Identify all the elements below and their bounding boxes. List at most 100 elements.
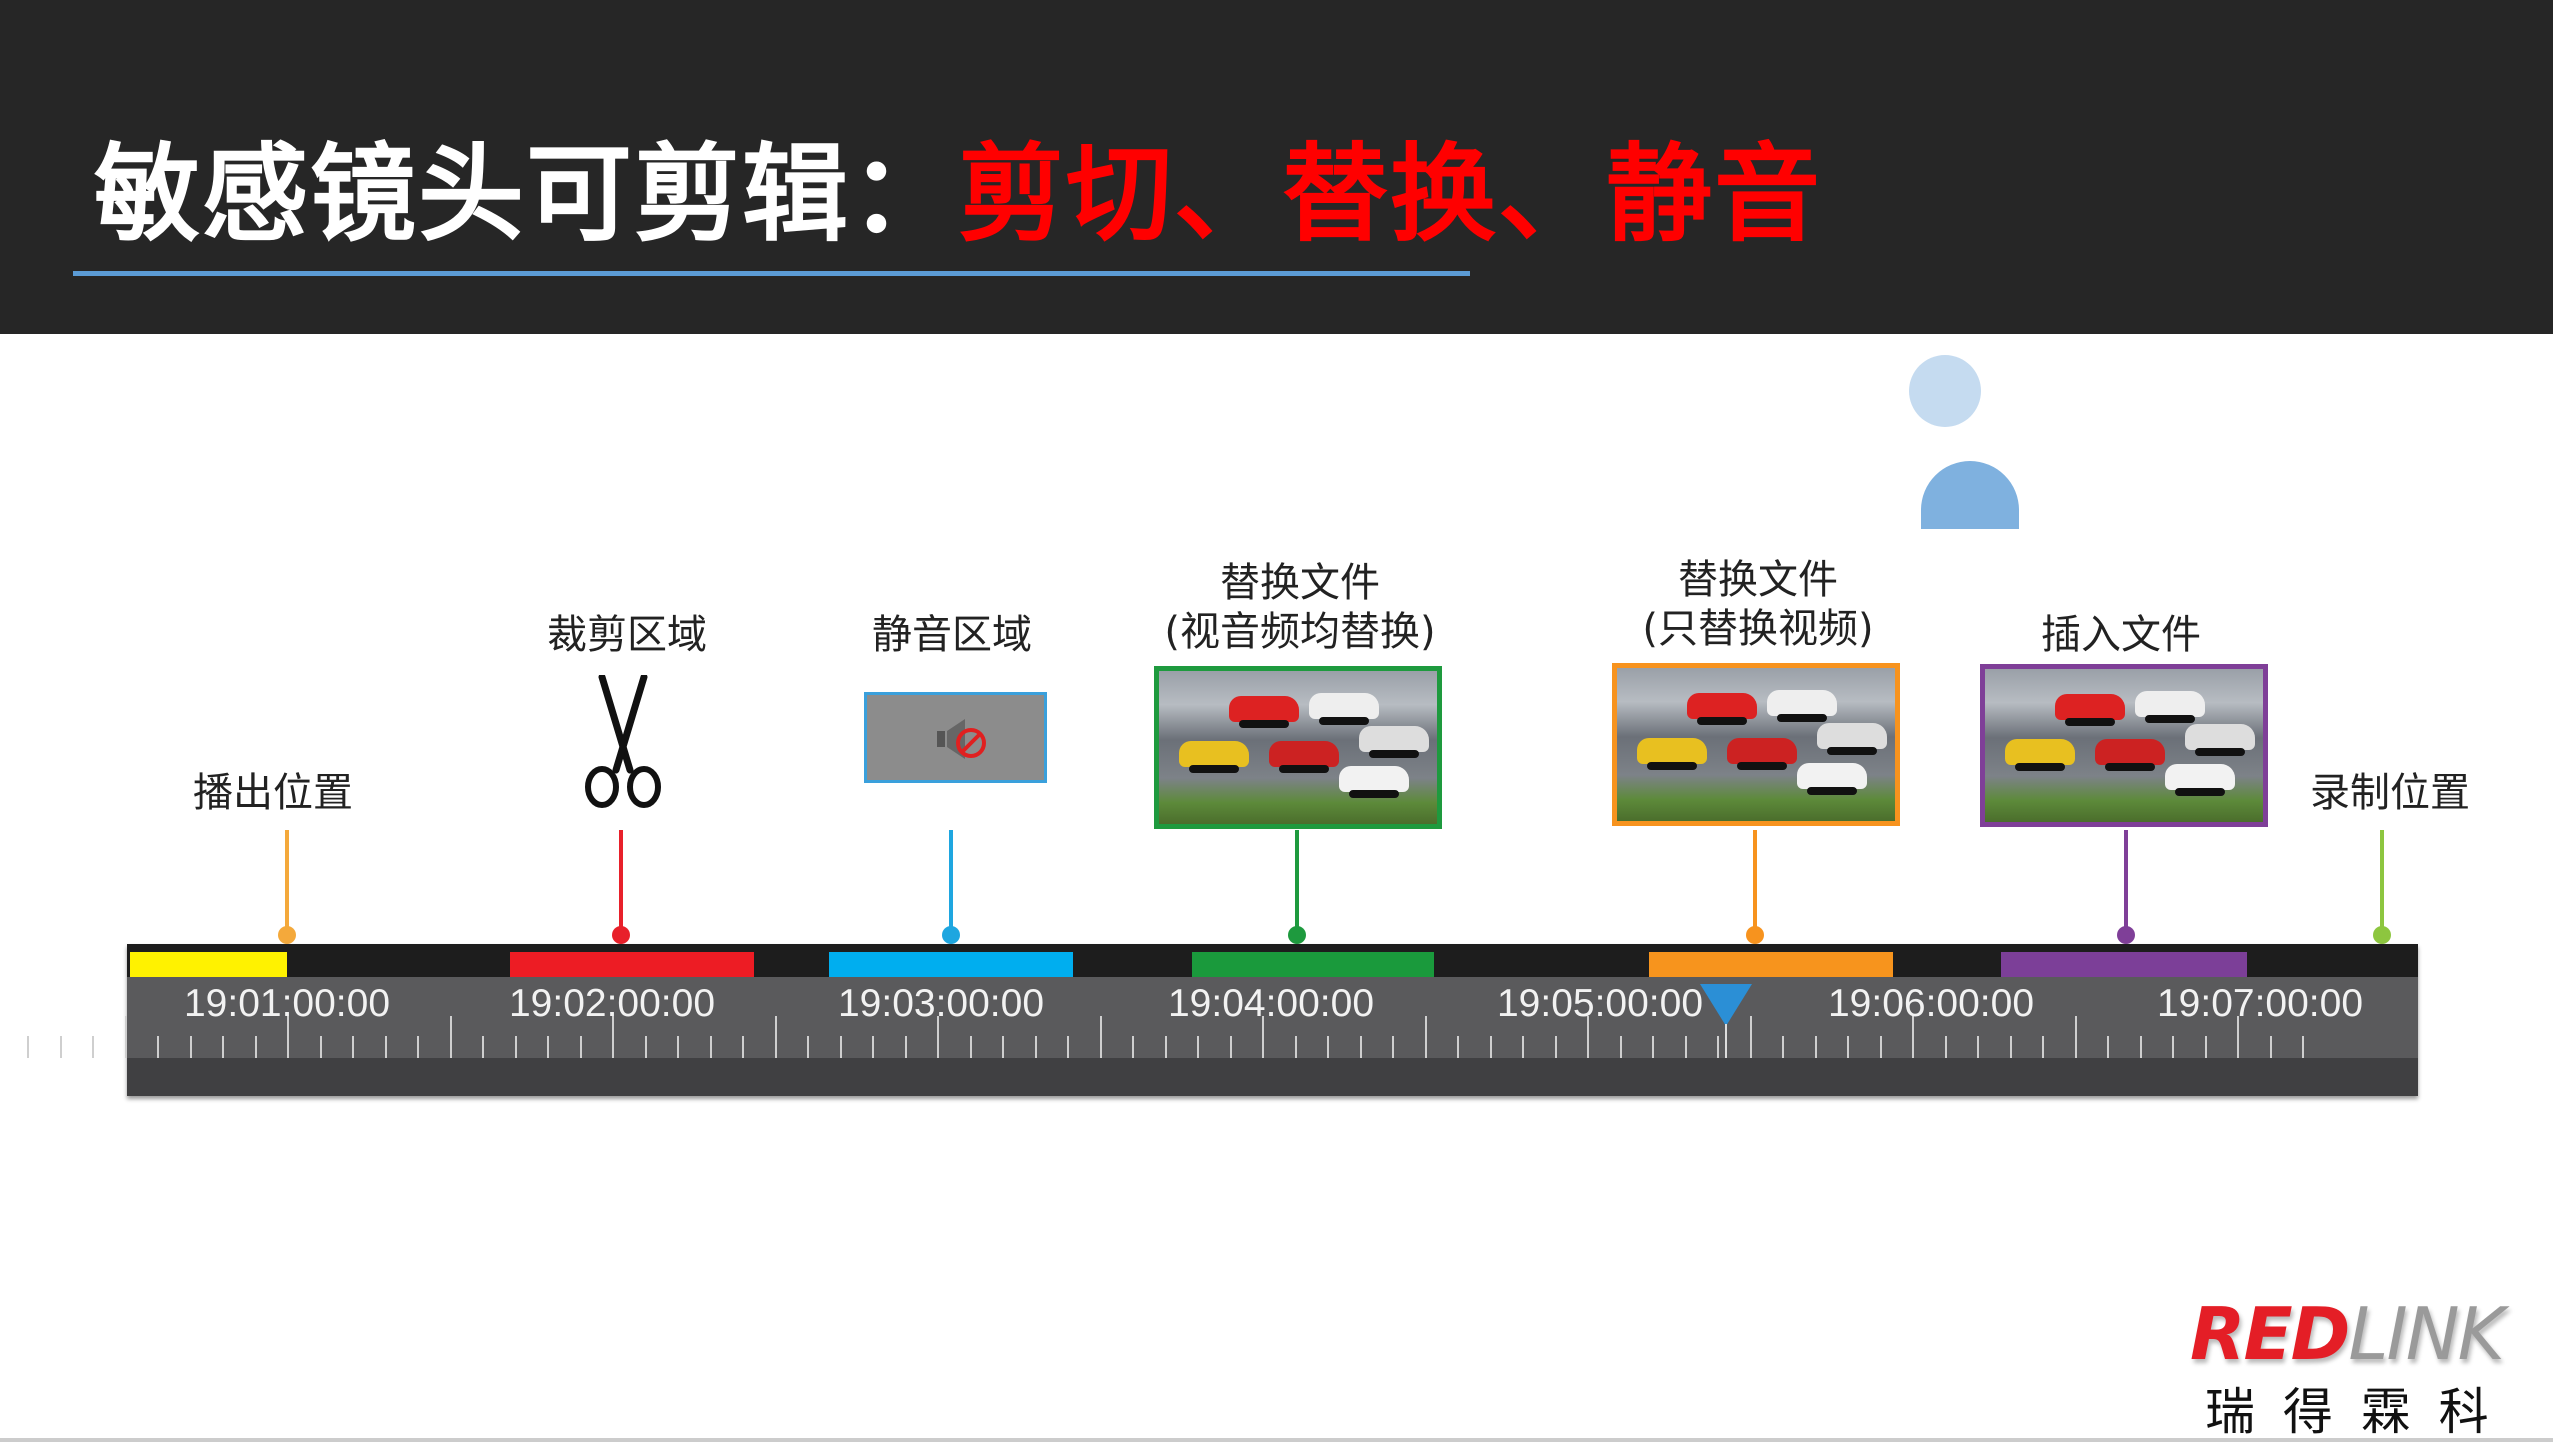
time-label: 19:06:00:00 bbox=[1827, 982, 2035, 1025]
segment-mute[interactable] bbox=[829, 952, 1073, 977]
tick-mark bbox=[482, 1036, 484, 1058]
mute-icon bbox=[937, 719, 986, 759]
tick-mark bbox=[970, 1036, 972, 1058]
tick-mark bbox=[2075, 1016, 2077, 1058]
segment-playout[interactable] bbox=[130, 952, 287, 977]
tick-mark bbox=[1945, 1036, 1947, 1058]
time-label: 19:07:00:00 bbox=[2156, 982, 2364, 1025]
decor-half-circle bbox=[1921, 461, 2019, 529]
tick-mark bbox=[1847, 1036, 1849, 1058]
marker-label-replace-video: 替换文件 bbox=[1678, 557, 1838, 603]
tick-mark bbox=[2042, 1036, 2044, 1058]
tick-mark bbox=[320, 1036, 322, 1058]
insert-thumbnail bbox=[1980, 664, 2268, 827]
timeline-footer bbox=[127, 1058, 2418, 1096]
tick-mark bbox=[807, 1036, 809, 1058]
marker-label-mute: 静音区域 bbox=[872, 612, 1032, 658]
marker-label-replace-all: 替换文件 bbox=[1220, 560, 1380, 606]
tick-mark bbox=[1815, 1036, 1817, 1058]
tick-mark bbox=[1750, 1016, 1752, 1058]
scissors-icon bbox=[585, 675, 661, 808]
segment-cut[interactable] bbox=[510, 952, 754, 977]
decor-circle bbox=[1909, 355, 1981, 427]
time-label: 19:05:00:00 bbox=[1496, 982, 1704, 1025]
tick-mark bbox=[677, 1036, 679, 1058]
tick-mark bbox=[1327, 1036, 1329, 1058]
tick-mark bbox=[1782, 1036, 1784, 1058]
tick-mark bbox=[385, 1036, 387, 1058]
tick-mark bbox=[1880, 1036, 1882, 1058]
tick-mark bbox=[125, 1016, 127, 1058]
playhead-icon[interactable] bbox=[1700, 984, 1752, 1026]
tick-mark bbox=[1652, 1036, 1654, 1058]
tick-mark bbox=[1685, 1036, 1687, 1058]
tick-mark bbox=[450, 1016, 452, 1058]
tick-mark bbox=[1100, 1016, 1102, 1058]
tick-mark bbox=[1912, 1016, 1914, 1058]
tick-mark bbox=[1522, 1036, 1524, 1058]
marker-pin-dot[interactable] bbox=[1288, 926, 1306, 944]
marker-label-playout: 播出位置 bbox=[193, 770, 353, 816]
marker-label-record: 录制位置 bbox=[2310, 770, 2470, 816]
tick-mark bbox=[1425, 1016, 1427, 1058]
segment-insert[interactable] bbox=[2001, 952, 2247, 977]
tick-mark bbox=[1392, 1036, 1394, 1058]
title-underline bbox=[73, 271, 1470, 276]
marker-sublabel-replace-video: (只替换视频) bbox=[1642, 606, 1874, 652]
tick-mark bbox=[1360, 1036, 1362, 1058]
tick-mark bbox=[1977, 1036, 1979, 1058]
marker-pin-line bbox=[2380, 830, 2384, 936]
segment-replace-all[interactable] bbox=[1192, 952, 1434, 977]
tick-mark bbox=[190, 1036, 192, 1058]
tick-mark bbox=[872, 1036, 874, 1058]
tick-mark bbox=[92, 1036, 94, 1058]
tick-mark bbox=[352, 1036, 354, 1058]
tick-mark bbox=[222, 1036, 224, 1058]
redlink-logo: REDLINK bbox=[2190, 1292, 2505, 1376]
marker-label-cut: 裁剪区域 bbox=[547, 612, 707, 658]
tick-mark bbox=[580, 1036, 582, 1058]
tick-mark bbox=[2270, 1036, 2272, 1058]
tick-mark bbox=[157, 1036, 159, 1058]
page-title: 敏感镜头可剪辑：剪切、替换、静音 bbox=[94, 108, 1822, 262]
marker-pin-dot[interactable] bbox=[278, 926, 296, 944]
tick-mark bbox=[1555, 1036, 1557, 1058]
tick-mark bbox=[27, 1036, 29, 1058]
tick-mark bbox=[1035, 1036, 1037, 1058]
company-name: 瑞 得 霖 科 bbox=[2205, 1383, 2495, 1441]
tick-mark bbox=[2205, 1036, 2207, 1058]
marker-pin-line bbox=[619, 830, 623, 936]
bottom-border bbox=[0, 1438, 2553, 1442]
replace-all-thumbnail bbox=[1154, 666, 1442, 829]
title-prefix: 敏感镜头可剪辑： bbox=[94, 133, 958, 256]
replace-video-thumbnail bbox=[1612, 663, 1900, 826]
tick-mark bbox=[2237, 1016, 2239, 1058]
marker-label-insert: 插入文件 bbox=[2041, 612, 2201, 658]
marker-pin-dot[interactable] bbox=[2117, 926, 2135, 944]
tick-mark bbox=[2140, 1036, 2142, 1058]
marker-pin-dot[interactable] bbox=[942, 926, 960, 944]
tick-mark bbox=[287, 1016, 289, 1058]
tick-mark bbox=[2302, 1036, 2304, 1058]
time-label: 19:03:00:00 bbox=[837, 982, 1045, 1025]
marker-pin-dot[interactable] bbox=[612, 926, 630, 944]
tick-mark bbox=[905, 1036, 907, 1058]
time-label: 19:02:00:00 bbox=[508, 982, 716, 1025]
mute-region-box bbox=[864, 692, 1047, 783]
tick-mark bbox=[515, 1036, 517, 1058]
tick-mark bbox=[1457, 1036, 1459, 1058]
tick-mark bbox=[1165, 1036, 1167, 1058]
tick-mark bbox=[417, 1036, 419, 1058]
time-label: 19:01:00:00 bbox=[183, 982, 391, 1025]
segment-replace-video[interactable] bbox=[1649, 952, 1893, 977]
tick-mark bbox=[1587, 1016, 1589, 1058]
marker-pin-dot[interactable] bbox=[1746, 926, 1764, 944]
marker-pin-line bbox=[949, 830, 953, 936]
marker-pin-line bbox=[1753, 830, 1757, 936]
tick-mark bbox=[645, 1036, 647, 1058]
tick-mark bbox=[710, 1036, 712, 1058]
marker-pin-dot[interactable] bbox=[2373, 926, 2391, 944]
tick-mark bbox=[775, 1016, 777, 1058]
marker-pin-line bbox=[2124, 830, 2128, 936]
tick-mark bbox=[937, 1016, 939, 1058]
